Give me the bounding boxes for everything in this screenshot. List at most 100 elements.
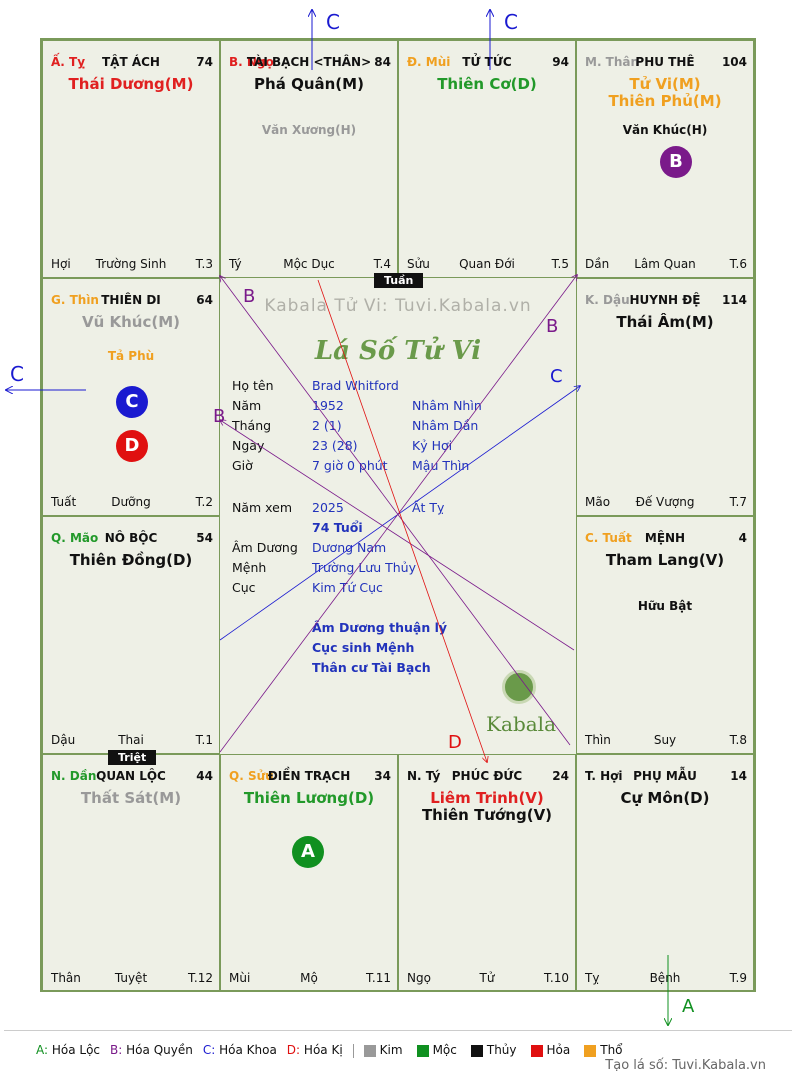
palace-foot-stage: Đế Vượng [635,495,695,509]
palace-age: 24 [552,769,569,783]
info-value: 23 (28) [312,438,358,453]
center-note: Âm Dương thuận lý [312,620,448,635]
info-extra: Ất Tỵ [412,500,445,515]
palace-foot-index: T.10 [544,971,569,985]
footer-divider [4,1030,792,1031]
minor-star: Văn Xương(H) [261,123,357,137]
info-label: Cục [232,580,256,595]
arrow-label-d: D [448,732,462,753]
info-extra: Mậu Thìn [412,458,470,473]
hoa-badge-b: B [660,146,692,178]
palace-foot-branch: Mùi [229,971,251,985]
palace-foot-stage: Suy [653,733,677,747]
legend: A: Hóa Lộc B: Hóa Quyền C: Hóa Khoa D: Hóa … [36,1043,766,1073]
palace-age: 44 [196,769,213,783]
palace-age: 74 [196,55,213,69]
main-star: Thái Âm(M) [616,313,714,331]
palace-foot-index: T.12 [188,971,213,985]
legend-hoa-item: D: Hóa Kị [287,1043,343,1057]
palace-name: THIÊN DI [101,293,161,307]
legend-element-item: Mộc [416,1043,457,1057]
palace-branch: C. Tuất [585,531,632,545]
arrow-label-c-4: C [550,366,563,387]
legend-element-text: Thủy [486,1043,517,1057]
arrow-b-2 [219,275,577,753]
arrow-label-c-2: C [504,10,518,34]
legend-hoa-key: D: [286,1043,301,1057]
legend-hoa-key: C: [202,1043,216,1057]
palace-foot-stage: Dưỡng [111,495,151,509]
main-star: Thiên Đồng(D) [69,551,193,569]
palace-name: MỆNH [644,531,686,545]
info-label: Ngày [232,438,265,453]
legend-hoa-text: Hóa Khoa [219,1043,277,1057]
info-extra: Kỷ Hợi [412,438,453,453]
palace-foot-branch: Tỵ [585,971,600,985]
info-label: Năm [232,398,262,413]
main-star: Tử Vi(M) [629,75,701,93]
hoa-badge-a: A [292,836,324,868]
palace-foot-index: T.8 [729,733,747,747]
legend-hoa-item: B: Hóa Quyền [110,1043,193,1057]
palace-branch: B. Ngọ [229,55,274,69]
info-label: Âm Dương [232,540,298,555]
palace-name: TẬT ÁCH [102,55,160,69]
palace-foot-stage: Tử [479,971,495,985]
palace-foot-stage: Thai [118,733,144,747]
info-label: Tháng [232,418,272,433]
info-value: 7 giờ 0 phút [312,458,388,473]
watermark-text: Kabala Tử Vi: Tuvi.Kabala.vn [264,296,532,316]
palace-age: 114 [721,293,747,307]
palace-foot-stage: Mộ [300,971,318,985]
brand-logo: Kabala [486,712,556,736]
palace-branch: K. Dậu [585,293,630,307]
palace-foot-index: T.4 [373,257,391,271]
main-star: Tham Lang(V) [605,551,725,569]
legend-divider [352,1043,354,1058]
arrow-b-3 [220,420,575,651]
palace-age: 64 [196,293,213,307]
palace-foot-index: T.7 [729,495,747,509]
info-extra: Nhâm Nhìn [412,398,482,413]
palace-name: PHU THÊ [635,55,695,69]
info-value: Trường Lưu Thủy [312,560,416,575]
palace-name: PHÚC ĐỨC [451,769,523,783]
info-value: Brad Whitford [312,378,399,393]
palace-foot-stage: Lâm Quan [634,257,696,271]
palace-foot-index: T.5 [551,257,569,271]
legend-hoa-item: C: Hóa Khoa [203,1043,277,1057]
info-value: 1952 [312,398,344,413]
legend-element-item: Thủy [470,1043,517,1057]
arrow-label-b-3: B [213,406,226,427]
palace-branch: N. Dần [51,769,97,783]
main-star: Cự Môn(D) [620,789,710,807]
palace-name: TÀI BẠCH <THÂN> [246,55,372,69]
palace-foot-index: T.3 [195,257,213,271]
palace-age: 84 [374,55,391,69]
arrow-b-1 [220,276,571,746]
palace-branch: Q. Sửu [229,769,274,783]
palace-branch: T. Hợi [585,769,623,783]
main-star: Thiên Cơ(D) [437,75,537,93]
legend-hoa-item: A: Hóa Lộc [36,1043,100,1057]
palace-age: 94 [552,55,569,69]
palace-foot-branch: Mão [585,495,611,509]
arrow-d [317,279,487,762]
main-star: Liêm Trinh(V) [430,789,544,807]
info-value: Dương Nam [312,540,387,555]
info-value: 2025 [312,500,344,515]
main-star: Phá Quân(M) [254,75,364,93]
legend-element-text: Thổ [600,1043,623,1057]
legend-swatch [416,1044,429,1057]
legend-swatch [530,1044,543,1057]
palace-foot-index: T.11 [366,971,391,985]
legend-element-item: Kim [363,1043,403,1057]
legend-hoa-key: B: [110,1043,123,1057]
